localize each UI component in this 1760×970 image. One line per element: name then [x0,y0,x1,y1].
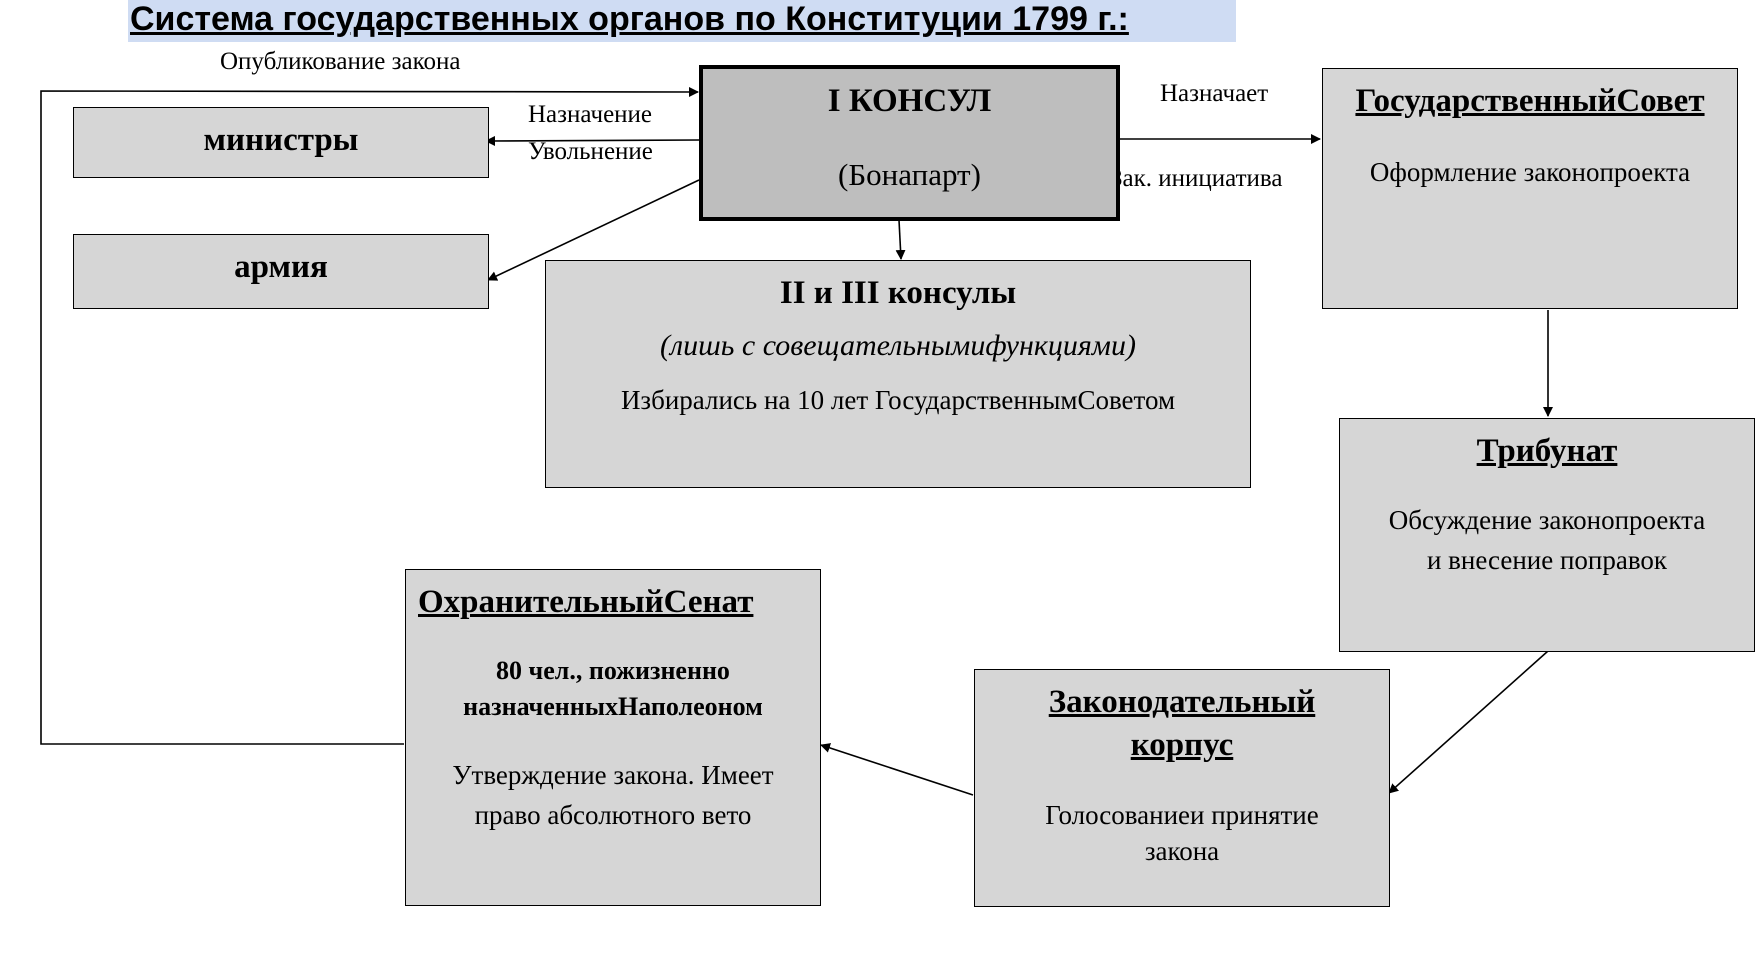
legislative-box: Законодательный корпус Голосованиеи прин… [974,669,1390,907]
consuls23-box: II и III консулы (лишь с совещательнымиф… [545,260,1251,488]
label-appointment: Назначение [528,101,653,128]
first-consul-box: I КОНСУЛ (Бонапарт) [699,65,1120,221]
first-consul-title: I КОНСУЛ [827,83,992,119]
senate-box: ОхранительныйСенат 80 чел., пожизненно н… [405,569,821,906]
state-council-desc: Оформление законопроекта [1369,157,1691,187]
label-appoints: Назначает [1160,80,1269,107]
senate-desc-line1: Утверждение закона. Имеет [452,760,774,790]
legislative-title-line1: Законодательный [1048,684,1316,720]
tribunate-desc-line2: и внесение поправок [1426,545,1668,575]
army-title: армия [234,249,328,285]
label-dismissal: Увольнение [528,138,653,165]
tribunate-title: Трибунат [1476,433,1618,469]
arrow-consul-to-army [487,179,700,281]
senate-desc-line2: право абсолютного вето [474,800,752,830]
label-publication: Опубликование закона [220,48,461,75]
consuls23-title: II и III консулы [779,275,1017,311]
senate-info-line1: 80 чел., пожизненно [496,656,730,685]
arrow-consul-to-ministers [485,135,700,146]
state-council-title: ГосударственныйСовет [1355,83,1705,119]
tribunate-box: Трибунат Обсуждение законопроекта и внес… [1339,418,1755,652]
state-council-box: ГосударственныйСовет Оформление законопр… [1322,68,1738,309]
arrow-senate-to-consul [40,86,699,745]
consuls23-desc: Избирались на 10 лет ГосударственнымСове… [620,385,1176,415]
ministers-title: министры [203,122,359,158]
senate-info-line2: назначенныхНаполеоном [463,692,763,721]
first-consul-subtitle: (Бонапарт) [838,157,981,192]
senate-title: ОхранительныйСенат [418,584,754,620]
army-box: армия [73,234,489,309]
arrow-consul-to-consuls23 [895,219,906,260]
legislative-desc-line2: закона [1144,836,1220,866]
tribunate-desc-line1: Обсуждение законопроекта [1388,505,1706,535]
ministers-box: министры [73,107,489,178]
consuls23-note: (лишь с совещательнымифункциями) [660,329,1136,362]
arrow-tribunate-to-legislative [1388,650,1549,794]
page-title: Система государственных органов по Конст… [128,0,1236,42]
legislative-title-line2: корпус [1130,727,1234,763]
label-initiative: Зак. инициатива [1110,165,1283,192]
arrow-legislative-to-senate [820,743,974,796]
legislative-desc-line1: Голосованиеи принятие [1045,800,1319,830]
